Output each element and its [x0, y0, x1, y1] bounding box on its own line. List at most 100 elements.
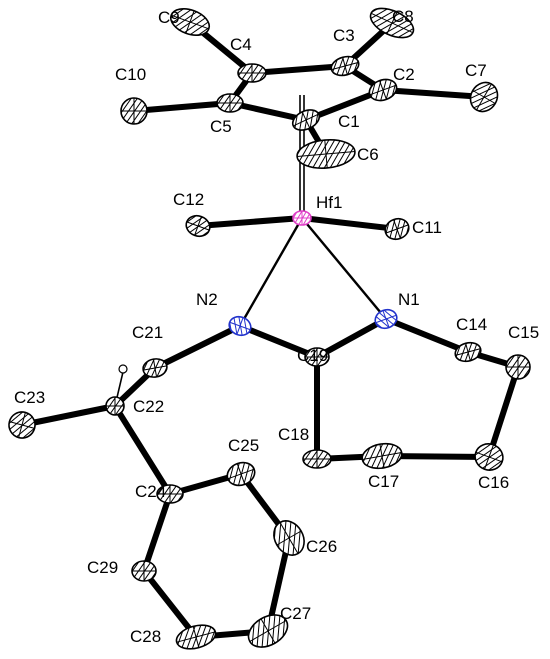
atom-label-c19: C19 — [297, 346, 328, 365]
ellipsoid-axis2-c9 — [185, 10, 195, 34]
bond-n1-c14 — [383, 316, 471, 355]
atom-c14 — [454, 341, 482, 363]
bond-n1-c19 — [314, 316, 389, 360]
atom-label-n1: N1 — [398, 290, 420, 309]
atom-label-c18: C18 — [278, 425, 309, 444]
ellipsoid-axis2-c23 — [18, 412, 26, 438]
atom-c6 — [296, 139, 356, 169]
atom-c17 — [361, 442, 403, 470]
bond-c15-c16 — [486, 364, 521, 460]
atom-c10 — [120, 97, 148, 125]
atom-c23 — [8, 411, 36, 439]
atom-c18 — [302, 449, 332, 469]
atom-label-c14: C14 — [456, 315, 487, 334]
ellipsoid-axis2-c11 — [393, 219, 401, 239]
atom-c25 — [226, 461, 256, 487]
atom-c26 — [273, 520, 305, 556]
bond-layer — [19, 19, 521, 640]
atom-label-c25: C25 — [228, 436, 259, 455]
atom-label-c21: C21 — [132, 323, 163, 342]
atom-c15 — [505, 354, 531, 380]
atom-label-c2: C2 — [393, 65, 415, 84]
atom-c8 — [369, 7, 415, 39]
ellipsoid-axis2-c14 — [465, 343, 471, 361]
bond-c22-c23 — [19, 403, 118, 428]
atom-label-c10: C10 — [115, 65, 146, 84]
atom-c21 — [142, 358, 168, 378]
bond-n2-c19 — [237, 323, 320, 360]
ellipsoid-axis2-c1 — [301, 111, 311, 129]
atom-c19 — [304, 347, 330, 367]
hydrogen-atom — [118, 364, 128, 374]
bond-hf1-c12 — [195, 215, 305, 229]
bond-hf1-c11 — [299, 215, 400, 232]
ellipsoid-axis2-n1 — [382, 310, 390, 328]
atom-label-c11: C11 — [412, 218, 442, 237]
bond-c5-c10 — [131, 100, 233, 114]
bond-c28-c29 — [141, 568, 199, 640]
bond-hf1-n1 — [300, 216, 388, 321]
ellipsoid-axis2-c16 — [484, 444, 494, 470]
atom-label-c1: C1 — [338, 112, 360, 131]
atom-layer — [8, 7, 531, 650]
ellipsoid-axis2-c28 — [192, 626, 200, 648]
atom-label-n2: N2 — [196, 290, 218, 309]
atom-c24 — [156, 484, 184, 504]
atom-hf1 — [292, 210, 312, 226]
atom-label-c23: C23 — [14, 388, 45, 407]
atom-label-c26: C26 — [306, 537, 337, 556]
atom-c16 — [474, 443, 504, 471]
atom-c4 — [237, 63, 267, 83]
atom-label-c4: C4 — [230, 35, 252, 54]
bond-c2-c7 — [380, 87, 487, 100]
atom-label-c27: C27 — [280, 604, 311, 623]
atom-label-c16: C16 — [478, 473, 509, 492]
bond-hf1-n2 — [238, 216, 304, 328]
ellipsoid-axis2-c12 — [194, 216, 202, 236]
atom-label-c29: C29 — [87, 558, 118, 577]
atom-n2 — [228, 315, 252, 337]
bond-c29-c24 — [141, 491, 173, 574]
atom-c29 — [131, 560, 157, 582]
atom-label-hf1: Hf1 — [316, 193, 342, 212]
atom-label-c5: C5 — [210, 117, 232, 136]
ellipsoid-axis2-c3 — [342, 57, 348, 75]
bond-c22-c24 — [112, 403, 173, 497]
atom-label-c12: C12 — [173, 190, 204, 209]
atom-c1 — [291, 109, 321, 131]
bond-n2-c21 — [152, 323, 243, 371]
ellipsoid-axis2-c6 — [324, 140, 328, 168]
atom-label-c3: C3 — [333, 26, 355, 45]
atom-label-c7: C7 — [465, 61, 487, 80]
atom-label-c9: C9 — [158, 8, 180, 27]
atom-c9 — [169, 8, 211, 36]
atom-label-c6: C6 — [357, 145, 379, 164]
ellipsoid-axis2-c27 — [260, 618, 276, 644]
ellipsoid-axis2-c7 — [476, 83, 492, 111]
atom-c3 — [330, 55, 360, 77]
atom-c12 — [185, 214, 211, 238]
atom-c7 — [469, 81, 499, 113]
atom-n1 — [374, 308, 398, 330]
ellipsoid-axis2-c17 — [379, 444, 385, 468]
atom-c2 — [368, 78, 398, 102]
ellipsoid-axis2-n2 — [236, 317, 244, 335]
atom-label-c22: C22 — [133, 397, 164, 416]
atom-label-c15: C15 — [508, 323, 539, 342]
atom-c22 — [105, 396, 125, 416]
atom-label-c17: C17 — [368, 472, 399, 491]
atom-label-c28: C28 — [130, 627, 161, 646]
ellipsoid-axis2-c2 — [379, 80, 387, 100]
atom-label-c24: C24 — [135, 482, 166, 501]
ellipsoid-axis2-c21 — [152, 359, 158, 377]
atom-label-c8: C8 — [392, 7, 414, 26]
ellipsoid-axis2-c8 — [386, 11, 398, 35]
atom-c5 — [216, 93, 244, 113]
ellipsoid-axis2-c25 — [236, 463, 246, 485]
ellipsoid-axis2-c26 — [279, 522, 299, 554]
atom-c27 — [247, 614, 289, 648]
atom-c11 — [384, 217, 410, 241]
atom-c28 — [175, 624, 217, 650]
